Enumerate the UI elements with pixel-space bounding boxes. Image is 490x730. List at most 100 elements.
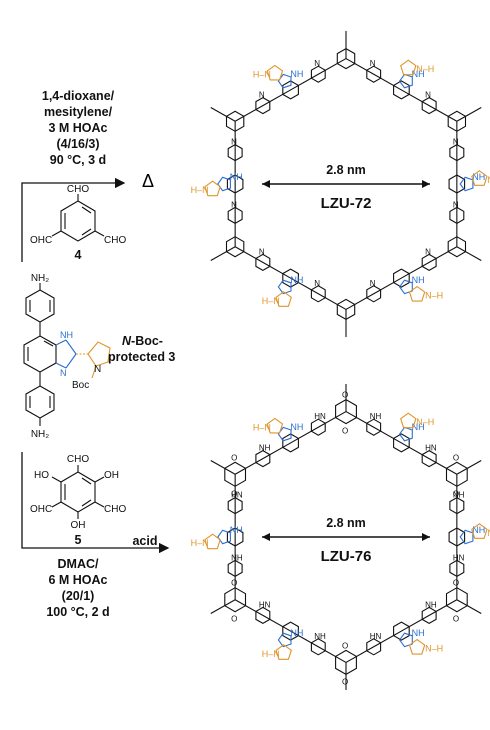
bottom-reaction-arrow [21,452,170,554]
top-edge-3-imidazole [277,279,292,295]
reagent-5-ohc: OHC [30,504,52,515]
bottom-edge-4-core [226,527,244,547]
bottom-edge-0-pyrrolidine-label: N–H [416,417,434,427]
bottom-edge-5-phenyl-b [310,418,326,436]
top-edge-5-imidazole [277,73,292,89]
top-vertex-0 [336,47,356,70]
top-edge-2-imidazole-nh: NH [412,275,425,285]
bottom-vertex-4-extension [210,599,236,614]
bottom-edge-5 [234,411,347,475]
top-edge-1-core [448,174,466,194]
bottom-edge-2 [345,599,458,663]
top-edge-1-link-a: N [453,138,459,147]
bottom-vertex-0-o-bottom: O [342,427,348,436]
top-edge-3-link-b: N [259,247,265,256]
bottom-reaction-conditions: DMAC/ 6 M HOAc (20/1) 100 °C, 2 d [46,557,109,619]
top-vertex-5-extension [210,107,236,122]
bottom-edge-3 [234,599,347,663]
top-edge-0-phenyl-a [366,65,382,83]
top-edge-1-pyrrolidine [471,170,488,186]
top-edge-3-phenyl-a [310,285,326,303]
top-edge-5-phenyl-a [255,96,271,115]
bottom-edge-0-core [393,433,410,453]
bottom-edge-0-imidazole [398,426,413,442]
top-edge-4-phenyl-a [227,206,243,225]
bottom-edge-4-pyrrolidine [204,533,221,550]
top-vertex-4-extension [210,246,236,261]
bottom-vertex-5-o-top: O [231,453,237,462]
bottom-edge-3-pyrrolidine-label: H–N [262,649,280,659]
bottom-edge-1-link-b: HN [453,553,465,562]
lzu-72-name: LZU-72 [321,195,372,212]
top-edge-0-pyrrolidine [400,59,417,76]
bottom-edge-2-pyrrolidine [408,638,426,655]
monomer-3-label-boc: -Boc- [131,334,163,348]
top-vertex-1-extension [456,107,482,122]
bottom-edge-2-phenyl-b [366,638,382,656]
bottom-edge-5-imidazole-nh: NH [290,422,303,432]
bottom-edge-0 [345,411,458,475]
bottom-vertex-1-o-bottom: O [453,489,459,498]
top-edge-2-core [393,268,410,288]
top-edge-2-pyrrolidine-label: N–H [425,291,443,301]
reagent-4-ohc: OHC [30,235,52,246]
bottom-edge-1-link-a: NH [453,491,465,500]
bottom-edge-1-pyrrolidine-label: N–H [487,528,490,538]
top-edge-3-link-a: N [314,279,320,288]
bottom-edge-4-phenyl-a [227,559,243,578]
bottom-edge-0-link-a: NH [370,412,382,421]
top-edge-3-imidazole-nh: NH [290,275,303,285]
condition-temp-time: 100 °C, 2 d [46,605,109,619]
bottom-edge-5-core [282,433,299,453]
bottom-edge-0-link-b: HN [425,444,437,453]
top-edge-0-imidazole-nh: NH [412,69,425,79]
top-vertex-2 [447,236,467,258]
top-edge-4-imidazole [217,176,231,192]
top-edge-3-pyrrolidine [275,291,292,307]
monomer-3-label-n: N [122,334,132,348]
bottom-vertex-2-o-bottom: O [453,615,459,624]
top-reaction-conditions: 1,4-dioxane/ mesitylene/ 3 M HOAc (4/16/… [42,89,115,167]
top-edge-5 [234,58,347,122]
reagent-5-cho-top: CHO [67,454,89,465]
top-edge-0-imidazole [398,73,413,89]
top-edge-1-phenyl-a [449,143,465,162]
condition-solvent: DMAC/ [58,557,99,571]
bottom-vertex-3-o-bottom: O [342,677,348,686]
monomer-3-pyrrolidine [76,341,111,379]
top-edge-2-phenyl-b [366,285,382,303]
reagent-4-structure [51,194,105,242]
bottom-vertex-5-o-bottom: O [231,489,237,498]
condition-acid: 3 M HOAc [48,121,107,135]
monomer-3-n-boc: N [94,364,101,375]
top-edge-4-pyrrolidine-label: H–N [191,185,209,195]
lzu-72-skeleton: NNNHN–HNNNHN–HNNNHN–HNNNHH–NNNNHH–NNNNHH… [191,30,490,338]
condition-acid: 6 M HOAc [48,573,107,587]
reagent-4-cho-right: CHO [104,235,126,246]
top-vertex-2-extension [456,246,482,261]
acid-label: acid [132,534,157,548]
bottom-vertex-1-o-top: O [453,453,459,462]
lzu-76-skeleton: OONHHNNHN–HOONHHNNHN–HOONHHNNHN–HOONHHNN… [191,383,490,691]
bottom-edge-2-phenyl-a [421,606,437,625]
bottom-edge-0-imidazole-nh: NH [412,422,425,432]
top-edge-4-pyrrolidine [204,180,221,197]
top-edge-1-link-b: N [453,200,459,209]
monomer-3-nh2-top: NH₂ [31,273,49,284]
top-edge-0-core [393,80,410,100]
bottom-edge-1-core [448,527,466,547]
top-edge-1-imidazole [459,176,474,192]
top-edge-0 [345,58,458,122]
monomer-3-structure [23,283,57,426]
monomer-3-imidazole [55,339,77,369]
top-edge-0-phenyl-b [421,96,437,115]
top-edge-4-link-b: N [231,138,237,147]
monomer-3-boc: Boc [72,380,89,391]
bottom-edge-1-phenyl-a [449,496,465,515]
bottom-edge-2-imidazole [398,632,413,648]
top-edge-2 [345,246,458,310]
top-edge-5-phenyl-b [310,65,326,83]
bottom-edge-1-imidazole-nh: NH [472,525,485,535]
top-edge-0-link-a: N [370,59,376,68]
top-edge-5-imidazole-nh: NH [290,69,303,79]
